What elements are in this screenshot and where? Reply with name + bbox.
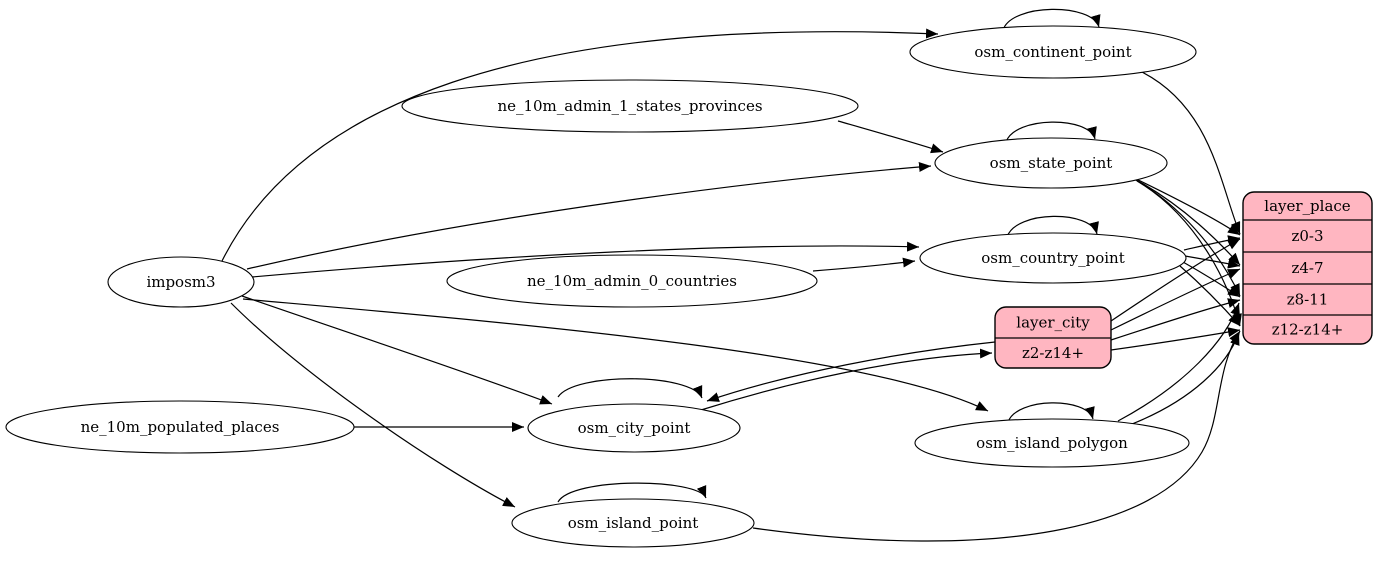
edge-osm_island_polygon-to-layer_place-z8-11 [1117, 302, 1240, 422]
edge-osm_state_point-to-layer_place-z0-3 [1127, 174, 1241, 236]
node-label-osm_island_polygon: osm_island_polygon [976, 434, 1128, 452]
self-loop-osm_city_point [557, 378, 703, 399]
node-osm_city_point: osm_city_point [527, 403, 741, 453]
self-loop-osm_island_polygon [1007, 402, 1095, 423]
node-label-osm_island_point: osm_island_point [568, 514, 699, 532]
record-title-layer_city: layer_city [1016, 314, 1090, 332]
node-label-ne_10m_admin_0_countries: ne_10m_admin_0_countries [527, 272, 737, 290]
node-ne_10m_admin_1_states_provinces: ne_10m_admin_1_states_provinces [401, 79, 859, 133]
edge-imposm3-to-osm_island_polygon [242, 298, 989, 412]
edge-imposm3-to-osm_continent_point [221, 28, 939, 262]
node-shape-osm_island_point [511, 498, 755, 548]
edge-layer_city-to-layer_place-z12-z14+ [1110, 327, 1241, 351]
node-layer_place: layer_place z0-3 z4-7 z8-11 z12-z14+ [1242, 191, 1373, 345]
node-osm_country_point: osm_country_point [919, 232, 1187, 284]
edge-layer_city-to-layer_place-z0-3 [1110, 238, 1241, 322]
node-shape-osm_country_point [919, 232, 1187, 284]
node-label-osm_state_point: osm_state_point [990, 154, 1113, 172]
edge-osm_island_polygon-to-layer_place-z12-z14+ [1131, 332, 1240, 425]
self-loop-osm_country_point [1006, 215, 1099, 238]
node-osm_island_polygon: osm_island_polygon [914, 418, 1190, 468]
record-row-layer_city-z2-z14+: z2-z14+ [1022, 344, 1084, 362]
node-shape-osm_city_point [527, 403, 741, 453]
node-shape-imposm3 [107, 256, 255, 308]
edge-osm_country_point-to-layer_place-z4-7 [1184, 255, 1241, 269]
node-osm_island_point: osm_island_point [511, 498, 755, 548]
record-row-layer_place-z0-3: z0-3 [1291, 227, 1323, 245]
record-row-layer_place-z8-11: z8-11 [1287, 291, 1329, 309]
edge-ne_10m_admin_1_states_provinces-to-osm_state_point [837, 120, 944, 154]
edge-ne_10m_admin_0_countries-to-osm_country_point [812, 257, 916, 272]
edge-osm_state_point-to-layer_place-z4-7 [1130, 176, 1241, 266]
edge-imposm3-to-osm_city_point [241, 295, 553, 405]
node-shape-osm_continent_point [909, 25, 1197, 79]
record-row-layer_place-z12-z14+: z12-z14+ [1272, 321, 1344, 339]
record-title-layer_place: layer_place [1264, 197, 1351, 215]
self-loop-osm_continent_point [1002, 8, 1101, 31]
edge-imposm3-to-osm_country_point [251, 241, 920, 278]
node-label-osm_city_point: osm_city_point [578, 419, 691, 437]
edge-osm_country_point-to-layer_place-z12-z14+ [1179, 265, 1241, 327]
edge-osm_continent_point-to-layer_place-z0-3 [1141, 71, 1241, 235]
self-loop-osm_island_point [557, 482, 707, 503]
node-ne_10m_populated_places: ne_10m_populated_places [5, 400, 355, 454]
edge-osm_state_point-to-layer_place-z8-11 [1133, 178, 1241, 297]
edge-osm_island_point-to-layer_place-z12-z14+ [752, 330, 1241, 542]
edge-layer_city-to-osm_city_point [706, 341, 996, 402]
edge-imposm3-to-osm_state_point [246, 161, 932, 270]
node-shape-osm_island_polygon [914, 418, 1190, 468]
edge-layer_city-to-layer_place-z4-7 [1110, 268, 1241, 331]
edge-layer_city-to-layer_place-z8-11 [1110, 298, 1241, 341]
record-row-layer_place-z4-7: z4-7 [1291, 259, 1323, 277]
record-shape-layer_place [1242, 191, 1373, 345]
node-shape-ne_10m_populated_places [5, 400, 355, 454]
node-label-osm_continent_point: osm_continent_point [974, 43, 1131, 61]
node-osm_continent_point: osm_continent_point [909, 25, 1197, 79]
self-loop-osm_state_point [1005, 121, 1097, 143]
edges-layer [221, 8, 1242, 542]
node-shape-ne_10m_admin_1_states_provinces [401, 79, 859, 133]
node-label-osm_country_point: osm_country_point [981, 249, 1125, 267]
node-imposm3: imposm3 [107, 256, 255, 308]
node-label-imposm3: imposm3 [146, 273, 215, 291]
node-osm_state_point: osm_state_point [934, 137, 1168, 189]
node-label-ne_10m_populated_places: ne_10m_populated_places [81, 418, 280, 436]
node-ne_10m_admin_0_countries: ne_10m_admin_0_countries [446, 254, 818, 308]
edge-osm_city_point-to-layer_city-z2-z14+ [700, 348, 993, 411]
edge-imposm3-to-osm_island_point [230, 302, 516, 508]
node-shape-osm_state_point [934, 137, 1168, 189]
edge-osm_country_point-to-layer_place-z0-3 [1183, 235, 1241, 251]
node-label-ne_10m_admin_1_states_provinces: ne_10m_admin_1_states_provinces [497, 97, 762, 115]
node-shape-ne_10m_admin_0_countries [446, 254, 818, 308]
node-layer_city: layer_city z2-z14+ [994, 306, 1112, 369]
